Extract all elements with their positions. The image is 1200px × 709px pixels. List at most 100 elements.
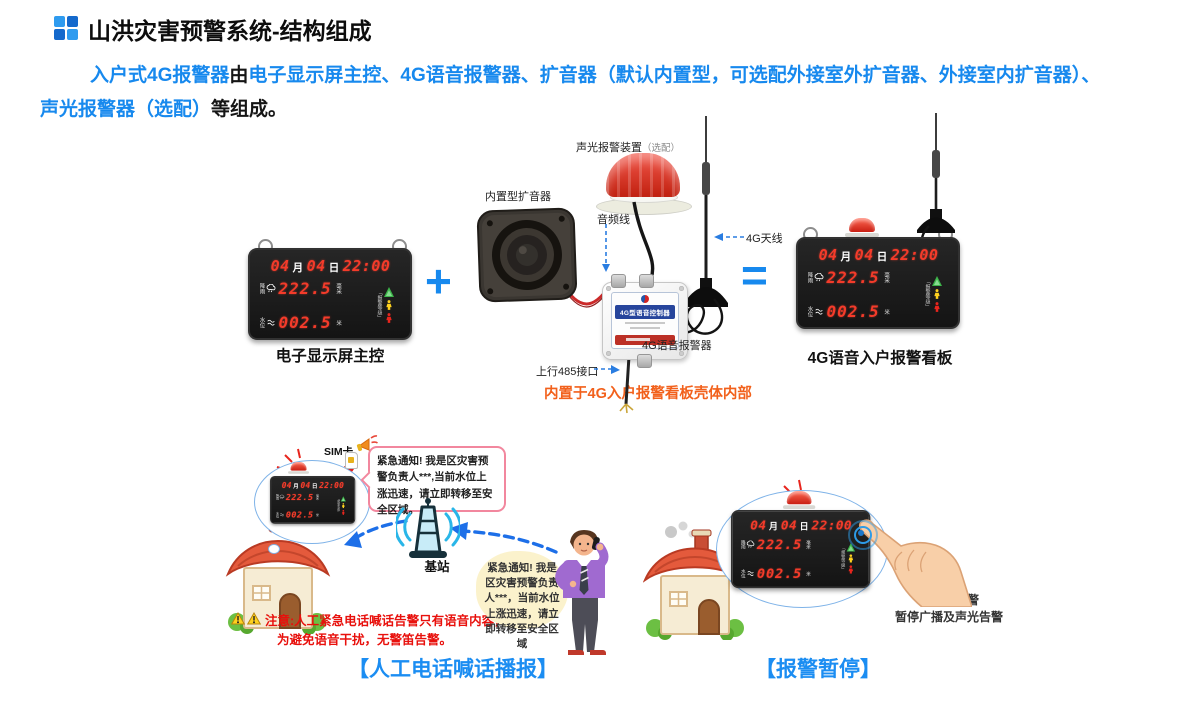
level-safe-icon <box>383 287 394 297</box>
label-rs485: 上行485接口 <box>536 366 599 378</box>
led-time-value: 22:00 <box>890 246 939 264</box>
intro-seg3: 电子显示屏主控、4G语音报警器、扩音器（默认内置型，可选配外接室外扩音器、外接室… <box>248 65 1101 86</box>
led-water-row: 水位 002.5 米 <box>258 313 375 332</box>
level-danger-person-icon <box>848 565 853 574</box>
rain-label: 降雨 <box>275 494 279 500</box>
led-day-value: 04 <box>306 257 326 275</box>
label-siren: 声光报警装置（选配） <box>576 139 680 155</box>
page-title: 山洪灾害预警系统-结构组成 <box>88 18 372 44</box>
water-label: 水位 <box>806 306 813 317</box>
water-unit: 米 <box>805 570 811 576</box>
led-rain-row: 降雨 222.5 毫米 <box>258 279 375 298</box>
led-rain-row: 降雨 222.5 毫米 <box>275 492 336 502</box>
sim-card-icon <box>345 452 358 469</box>
led-water-row: 水位 002.5 米 <box>806 302 923 321</box>
intro-seg5: 等组成。 <box>211 99 288 120</box>
warning-text-line1: 注意:人工紧急电话喊话告警只有语音内容， <box>265 614 507 628</box>
led-time-value: 22:00 <box>342 257 391 275</box>
water-label: 水位 <box>275 511 279 518</box>
led-water-row: 水位 002.5 米 <box>740 565 839 581</box>
led-day-unit: 日 <box>876 251 888 263</box>
water-unit: 米 <box>335 319 342 326</box>
warning-text-line2: 为避免语音干扰，无警笛告警。 <box>277 633 453 647</box>
led-day-unit: 日 <box>311 483 318 490</box>
level-danger-person-icon <box>385 313 392 323</box>
rain-cloud-icon <box>814 273 824 282</box>
base-station-label: 基站 <box>424 560 450 574</box>
water-value: 002.5 <box>278 313 332 332</box>
speaker <box>475 206 578 304</box>
led-month-value: 04 <box>281 480 292 491</box>
water-value: 002.5 <box>756 565 803 582</box>
rain-value: 222.5 <box>278 279 332 298</box>
led-month-unit: 月 <box>292 262 304 274</box>
caption-alarm-device: 4G语音报警器 <box>642 340 712 352</box>
base-station <box>396 496 460 562</box>
title-squares-icon <box>54 16 78 40</box>
rain-label: 降雨 <box>806 272 813 283</box>
water-wave-icon <box>266 318 276 327</box>
label-siren-text: 声光报警装置 <box>576 142 642 154</box>
phone-call-bubble: 紧急通知! 我是区灾害预警负责人***，当前水位上涨迅速，请立即转移至安全区域 <box>476 551 568 650</box>
4g-antenna-right <box>899 113 955 255</box>
alarm-level-column: 「报警等级」 <box>375 277 403 333</box>
4g-antenna-middle <box>650 116 728 335</box>
alert-speech-bubble: 紧急通知! 我是区灾害预警负责人***,当前水位上涨迅速，请立即转移至安全区域。 <box>368 446 506 516</box>
caption-scene-left: 【人工电话喊话播报】 <box>348 658 558 681</box>
water-unit: 米 <box>883 308 890 315</box>
rain-cloud-icon <box>746 540 755 549</box>
level-danger-person-icon <box>933 302 940 312</box>
level-warn-person-icon <box>385 300 392 310</box>
level-danger-person-icon <box>341 509 345 515</box>
water-label: 水位 <box>258 317 265 328</box>
led-time-value: 22:00 <box>319 480 345 491</box>
intro-seg4: 声光报警器（选配） <box>40 99 212 120</box>
led-month-unit: 月 <box>840 251 852 263</box>
equals-sign: = <box>741 249 768 301</box>
led-month-unit: 月 <box>293 483 299 490</box>
label-speaker: 内置型扩音器 <box>485 191 551 203</box>
house-right <box>643 488 747 640</box>
rain-label: 降雨 <box>739 539 746 550</box>
link-man-to-tower <box>460 529 558 554</box>
alarm-level-label: 「报警等级」 <box>840 545 846 572</box>
rain-cloud-icon <box>266 284 276 293</box>
man-on-phone <box>548 528 630 656</box>
water-value: 002.5 <box>826 302 880 321</box>
warning-triangle-icon <box>231 612 245 625</box>
alarm-level-label: 「报警等级」 <box>924 279 931 309</box>
level-safe-icon <box>846 543 855 552</box>
water-wave-icon <box>814 307 824 316</box>
rain-cloud-icon <box>279 494 285 500</box>
label-siren-optional: （选配） <box>642 143 681 154</box>
panel-top-siren <box>845 218 879 237</box>
rain-unit: 毫米 <box>335 283 342 294</box>
4g-voice-controller: 4G型语音控制器 <box>602 274 688 368</box>
alarm-level-label: 「报警等级」 <box>336 497 340 514</box>
alarm-level-column: 「报警等级」 <box>923 266 951 322</box>
led-month-value: 04 <box>270 257 290 275</box>
rain-unit: 毫米 <box>805 539 811 550</box>
touch-ripple <box>845 517 878 550</box>
cable-gland <box>637 354 652 368</box>
level-warn-person-icon <box>848 554 853 563</box>
device-label: 4G型语音控制器 <box>611 292 679 349</box>
water-wave-icon <box>746 570 755 578</box>
label-audio-cable: 音频线 <box>597 214 630 226</box>
led-month-value: 04 <box>750 517 767 533</box>
rain-value: 222.5 <box>756 536 803 553</box>
device-model-stripe <box>614 335 676 345</box>
sound-light-siren <box>606 153 680 197</box>
ack-line2: 暂停广播及声光告警 <box>894 609 1003 624</box>
led-month-unit: 月 <box>768 521 779 533</box>
bubble-tail-dot <box>268 544 280 554</box>
